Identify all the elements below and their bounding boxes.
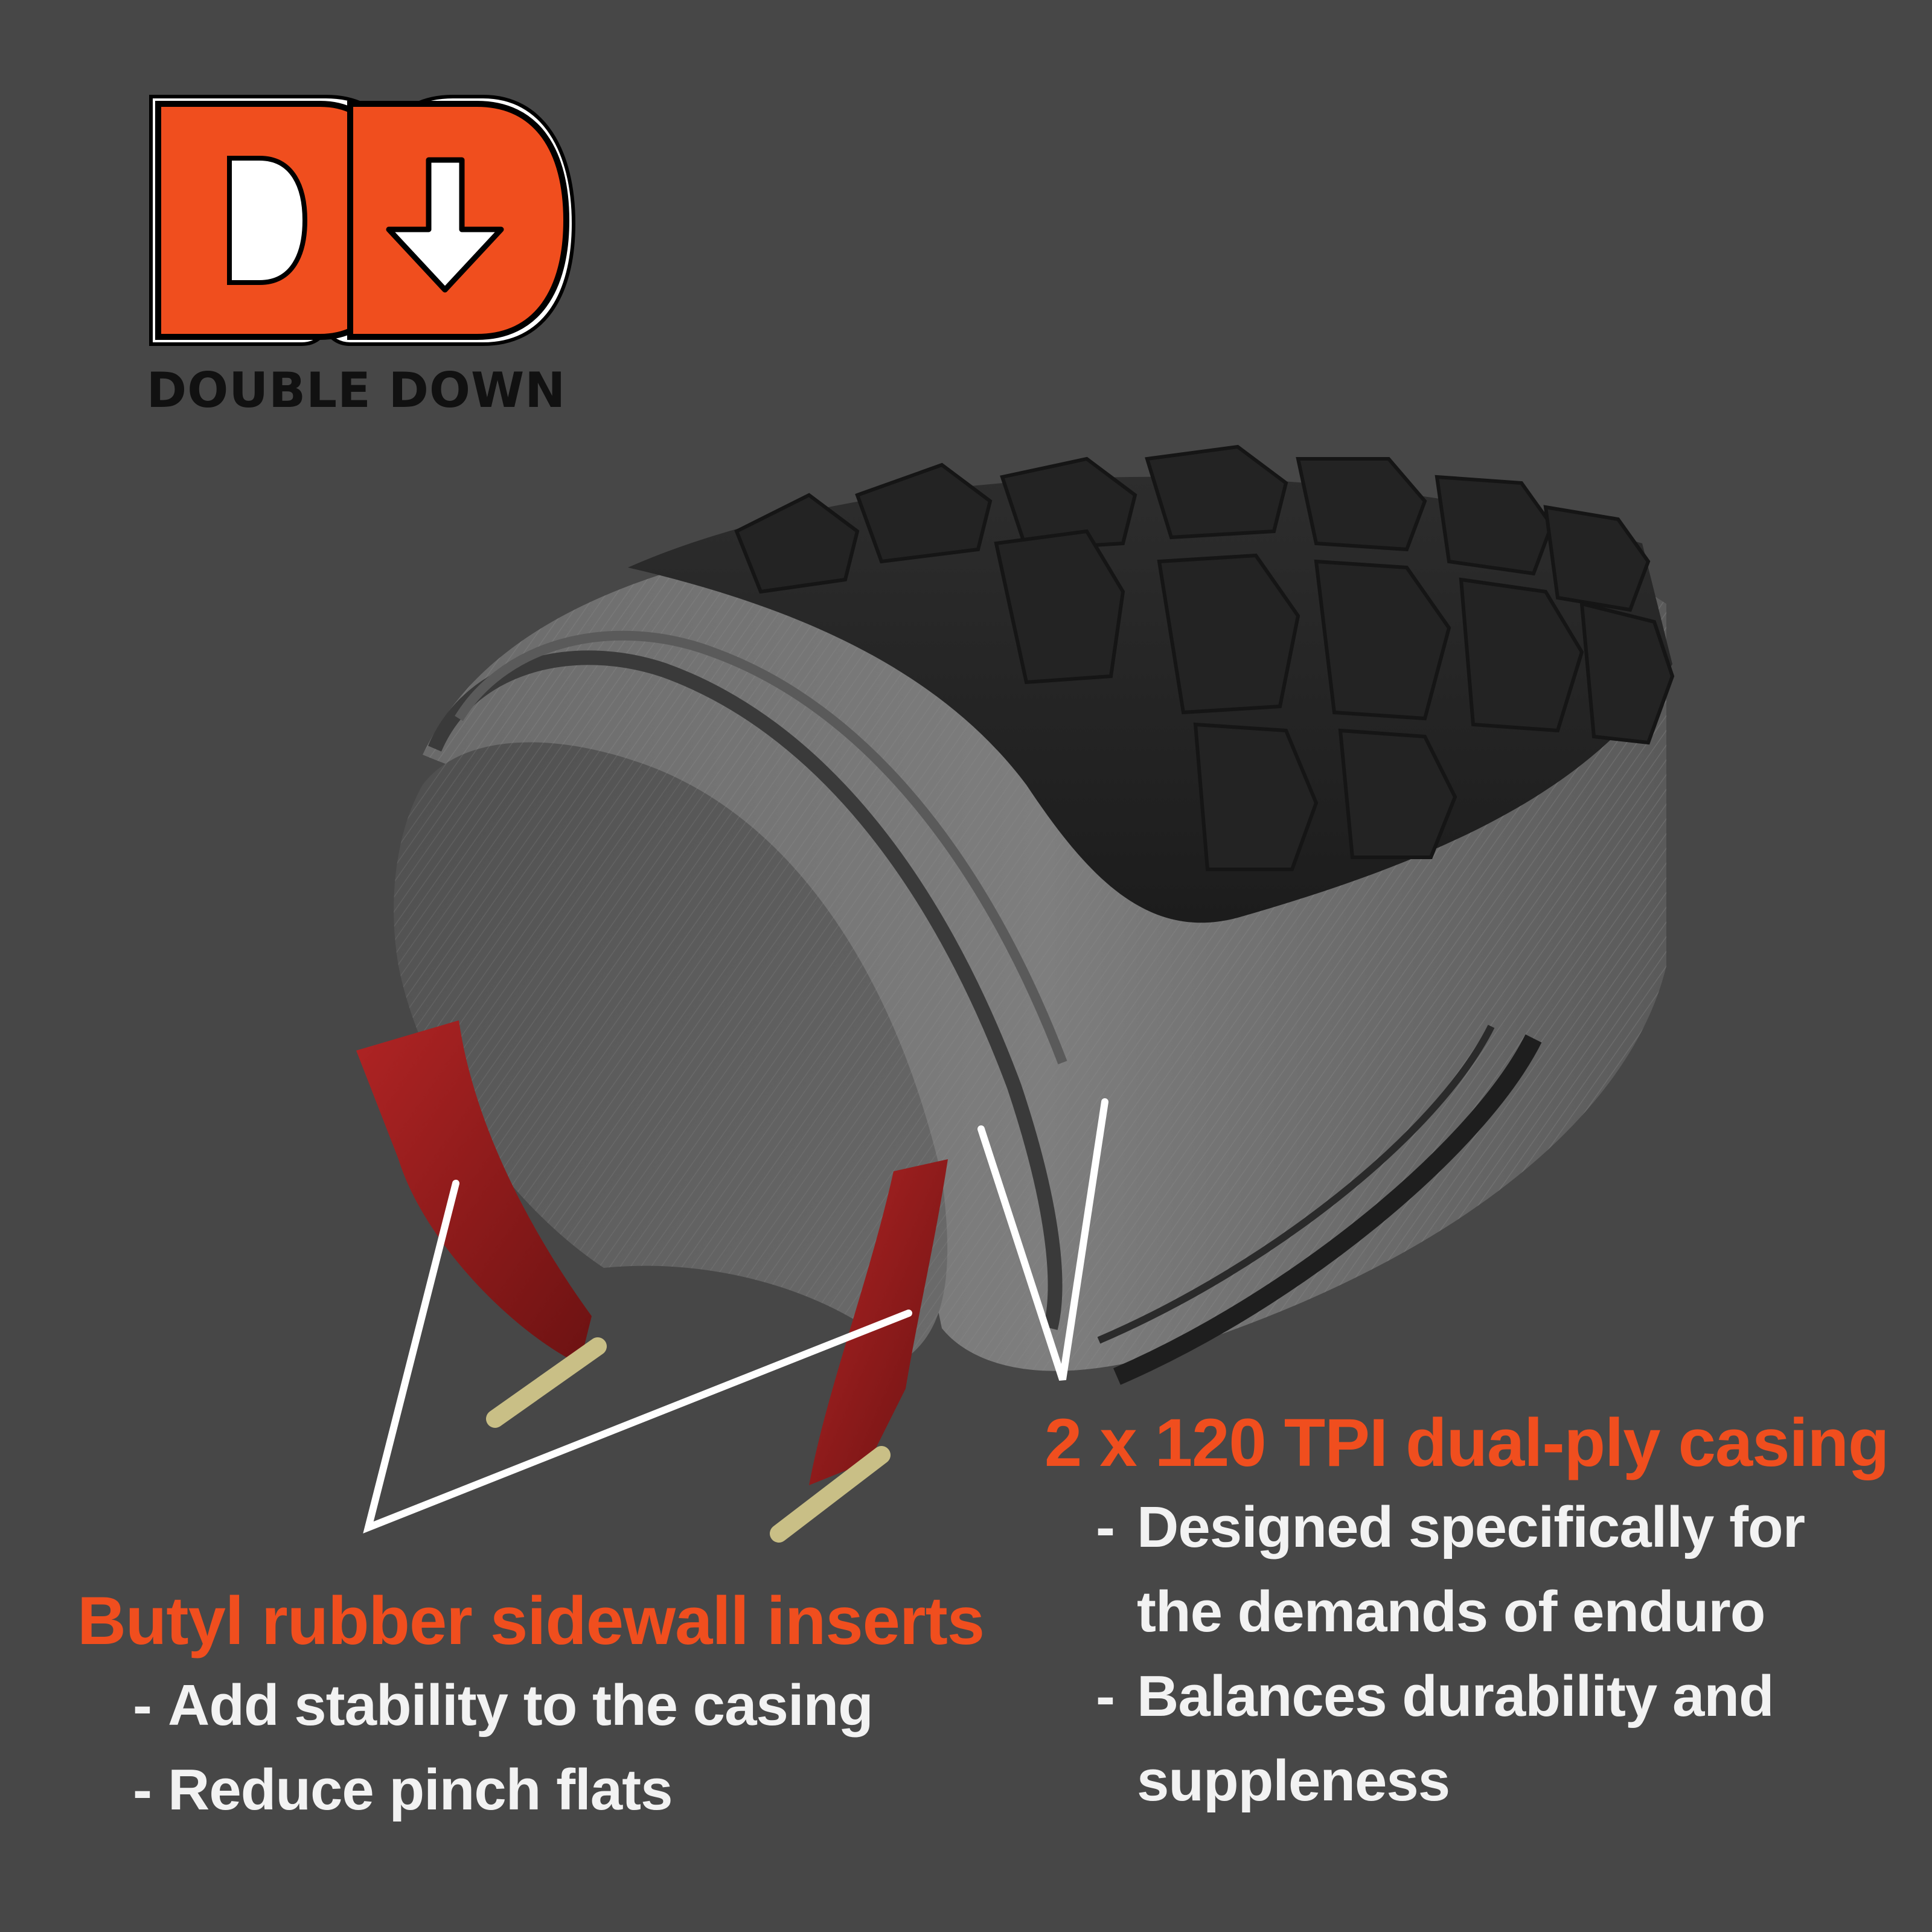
casing-bullet-1-cont: the demands of enduro bbox=[1137, 1579, 1765, 1644]
casing-bullet-list: -Designed specifically for the demands o… bbox=[1096, 1485, 1887, 1823]
inserts-bullet-list: -Add stability to the casing -Reduce pin… bbox=[133, 1663, 918, 1832]
dd-logo-mark bbox=[149, 95, 576, 346]
bead-core-left bbox=[486, 1337, 607, 1428]
casing-bullet-2-cont: suppleness bbox=[1137, 1748, 1450, 1813]
casing-bullet-2: -Balances durability and bbox=[1096, 1664, 1774, 1729]
bead-core-right bbox=[770, 1446, 891, 1543]
inserts-bullet-2: -Reduce pinch flats bbox=[133, 1758, 673, 1822]
inserts-bullet-1: -Add stability to the casing bbox=[133, 1673, 874, 1738]
callout-pointers bbox=[363, 1098, 1108, 1534]
tread-knobs bbox=[734, 444, 1675, 871]
casing-bullet-1: -Designed specifically for bbox=[1096, 1495, 1805, 1559]
inserts-heading: Butyl rubber sidewall inserts bbox=[77, 1583, 985, 1659]
sidewall-insert-left bbox=[356, 1020, 592, 1364]
double-down-logo: DOUBLE DOWN bbox=[145, 91, 580, 429]
casing-heading: 2 x 120 TPI dual-ply casing bbox=[1044, 1405, 1889, 1480]
logo-wordmark: DOUBLE DOWN bbox=[146, 362, 566, 418]
